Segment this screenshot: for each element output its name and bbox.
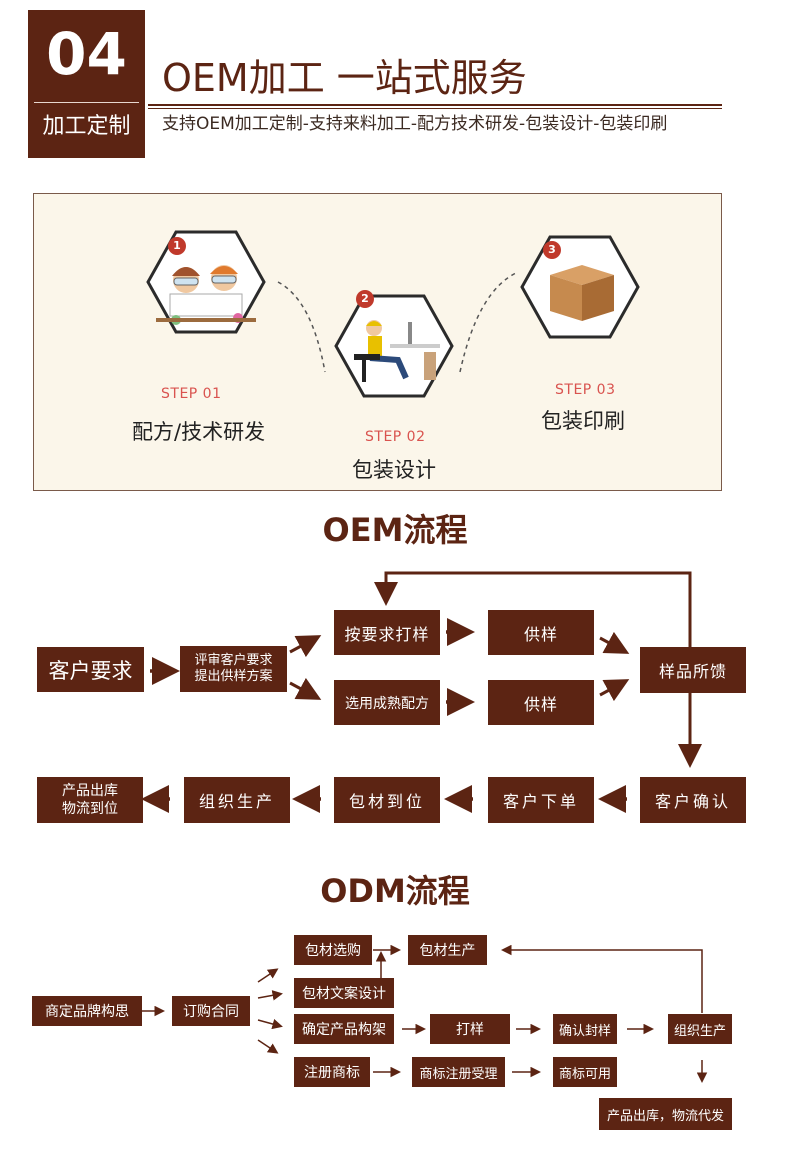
oem-section-title: OEM流程	[322, 511, 468, 549]
oem-customer-req: 客户要求	[37, 647, 144, 692]
oem-customer-order: 客户下单	[488, 777, 594, 823]
oem-mature-formula: 选用成熟配方	[334, 680, 440, 725]
step-1-card	[146, 230, 266, 338]
step-3-badge: 3	[543, 241, 561, 259]
page-subtitle: 支持OEM加工定制-支持来料加工-配方技术研发-包装设计-包装印刷	[162, 114, 668, 134]
section-label: 加工定制	[42, 114, 131, 139]
oem-outbound-line2: 物流到位	[62, 801, 118, 817]
step-1-name: 配方/技术研发	[132, 420, 266, 444]
odm-ship: 产品出库，物流代发	[599, 1098, 732, 1130]
odm-confirm-seal: 确认封样	[553, 1014, 617, 1044]
odm-trademark-ok: 商标可用	[553, 1057, 617, 1087]
box-icon	[520, 235, 640, 339]
step-3-name: 包装印刷	[541, 409, 625, 433]
title-rule	[148, 104, 722, 106]
oem-outbound: 产品出库 物流到位	[37, 777, 143, 823]
odm-section-title: ODM流程	[320, 872, 470, 910]
title-rule-thin	[148, 108, 722, 109]
oem-feedback: 样品所馈	[640, 647, 746, 693]
odm-product-arch: 确定产品构架	[294, 1014, 394, 1044]
oem-review-line1: 评审客户要求	[194, 653, 273, 668]
odm-brand-concept: 商定品牌构思	[32, 996, 142, 1026]
odm-material-produce: 包材生产	[408, 935, 487, 965]
designer-desk-icon	[334, 294, 454, 398]
oem-review: 评审客户要求 提出供样方案	[180, 646, 287, 692]
oem-supply-1: 供样	[488, 610, 594, 655]
section-number-block: 04 加工定制	[28, 10, 145, 158]
section-number: 04	[46, 20, 127, 88]
step-1-code: STEP 01	[161, 386, 222, 402]
step-2-name: 包装设计	[352, 458, 436, 482]
oem-customer-confirm: 客户确认	[640, 777, 746, 823]
step-2-badge: 2	[356, 290, 374, 308]
step-1-badge: 1	[168, 237, 186, 255]
odm-trademark-accept: 商标注册受理	[412, 1057, 505, 1087]
step-3-code: STEP 03	[555, 382, 616, 398]
odm-copy-design: 包材文案设计	[294, 978, 394, 1008]
oem-production: 组织生产	[184, 777, 290, 823]
divider	[34, 102, 139, 103]
page-title: OEM加工 一站式服务	[162, 56, 527, 100]
odm-material-select: 包材选购	[294, 935, 372, 965]
oem-review-line2: 提出供样方案	[194, 669, 273, 684]
oem-packaging-ready: 包材到位	[334, 777, 440, 823]
scientists-icon	[146, 230, 266, 334]
odm-contract: 订购合同	[172, 996, 250, 1026]
step-2-code: STEP 02	[365, 429, 426, 445]
odm-sample: 打样	[430, 1014, 510, 1044]
step-2-card	[334, 294, 454, 402]
oem-supply-2: 供样	[488, 680, 594, 725]
odm-organize-production: 组织生产	[668, 1014, 732, 1044]
oem-outbound-line1: 产品出库	[62, 783, 118, 799]
odm-trademark: 注册商标	[294, 1057, 370, 1087]
step-3-card	[520, 235, 640, 343]
oem-sample-by-req: 按要求打样	[334, 610, 440, 655]
